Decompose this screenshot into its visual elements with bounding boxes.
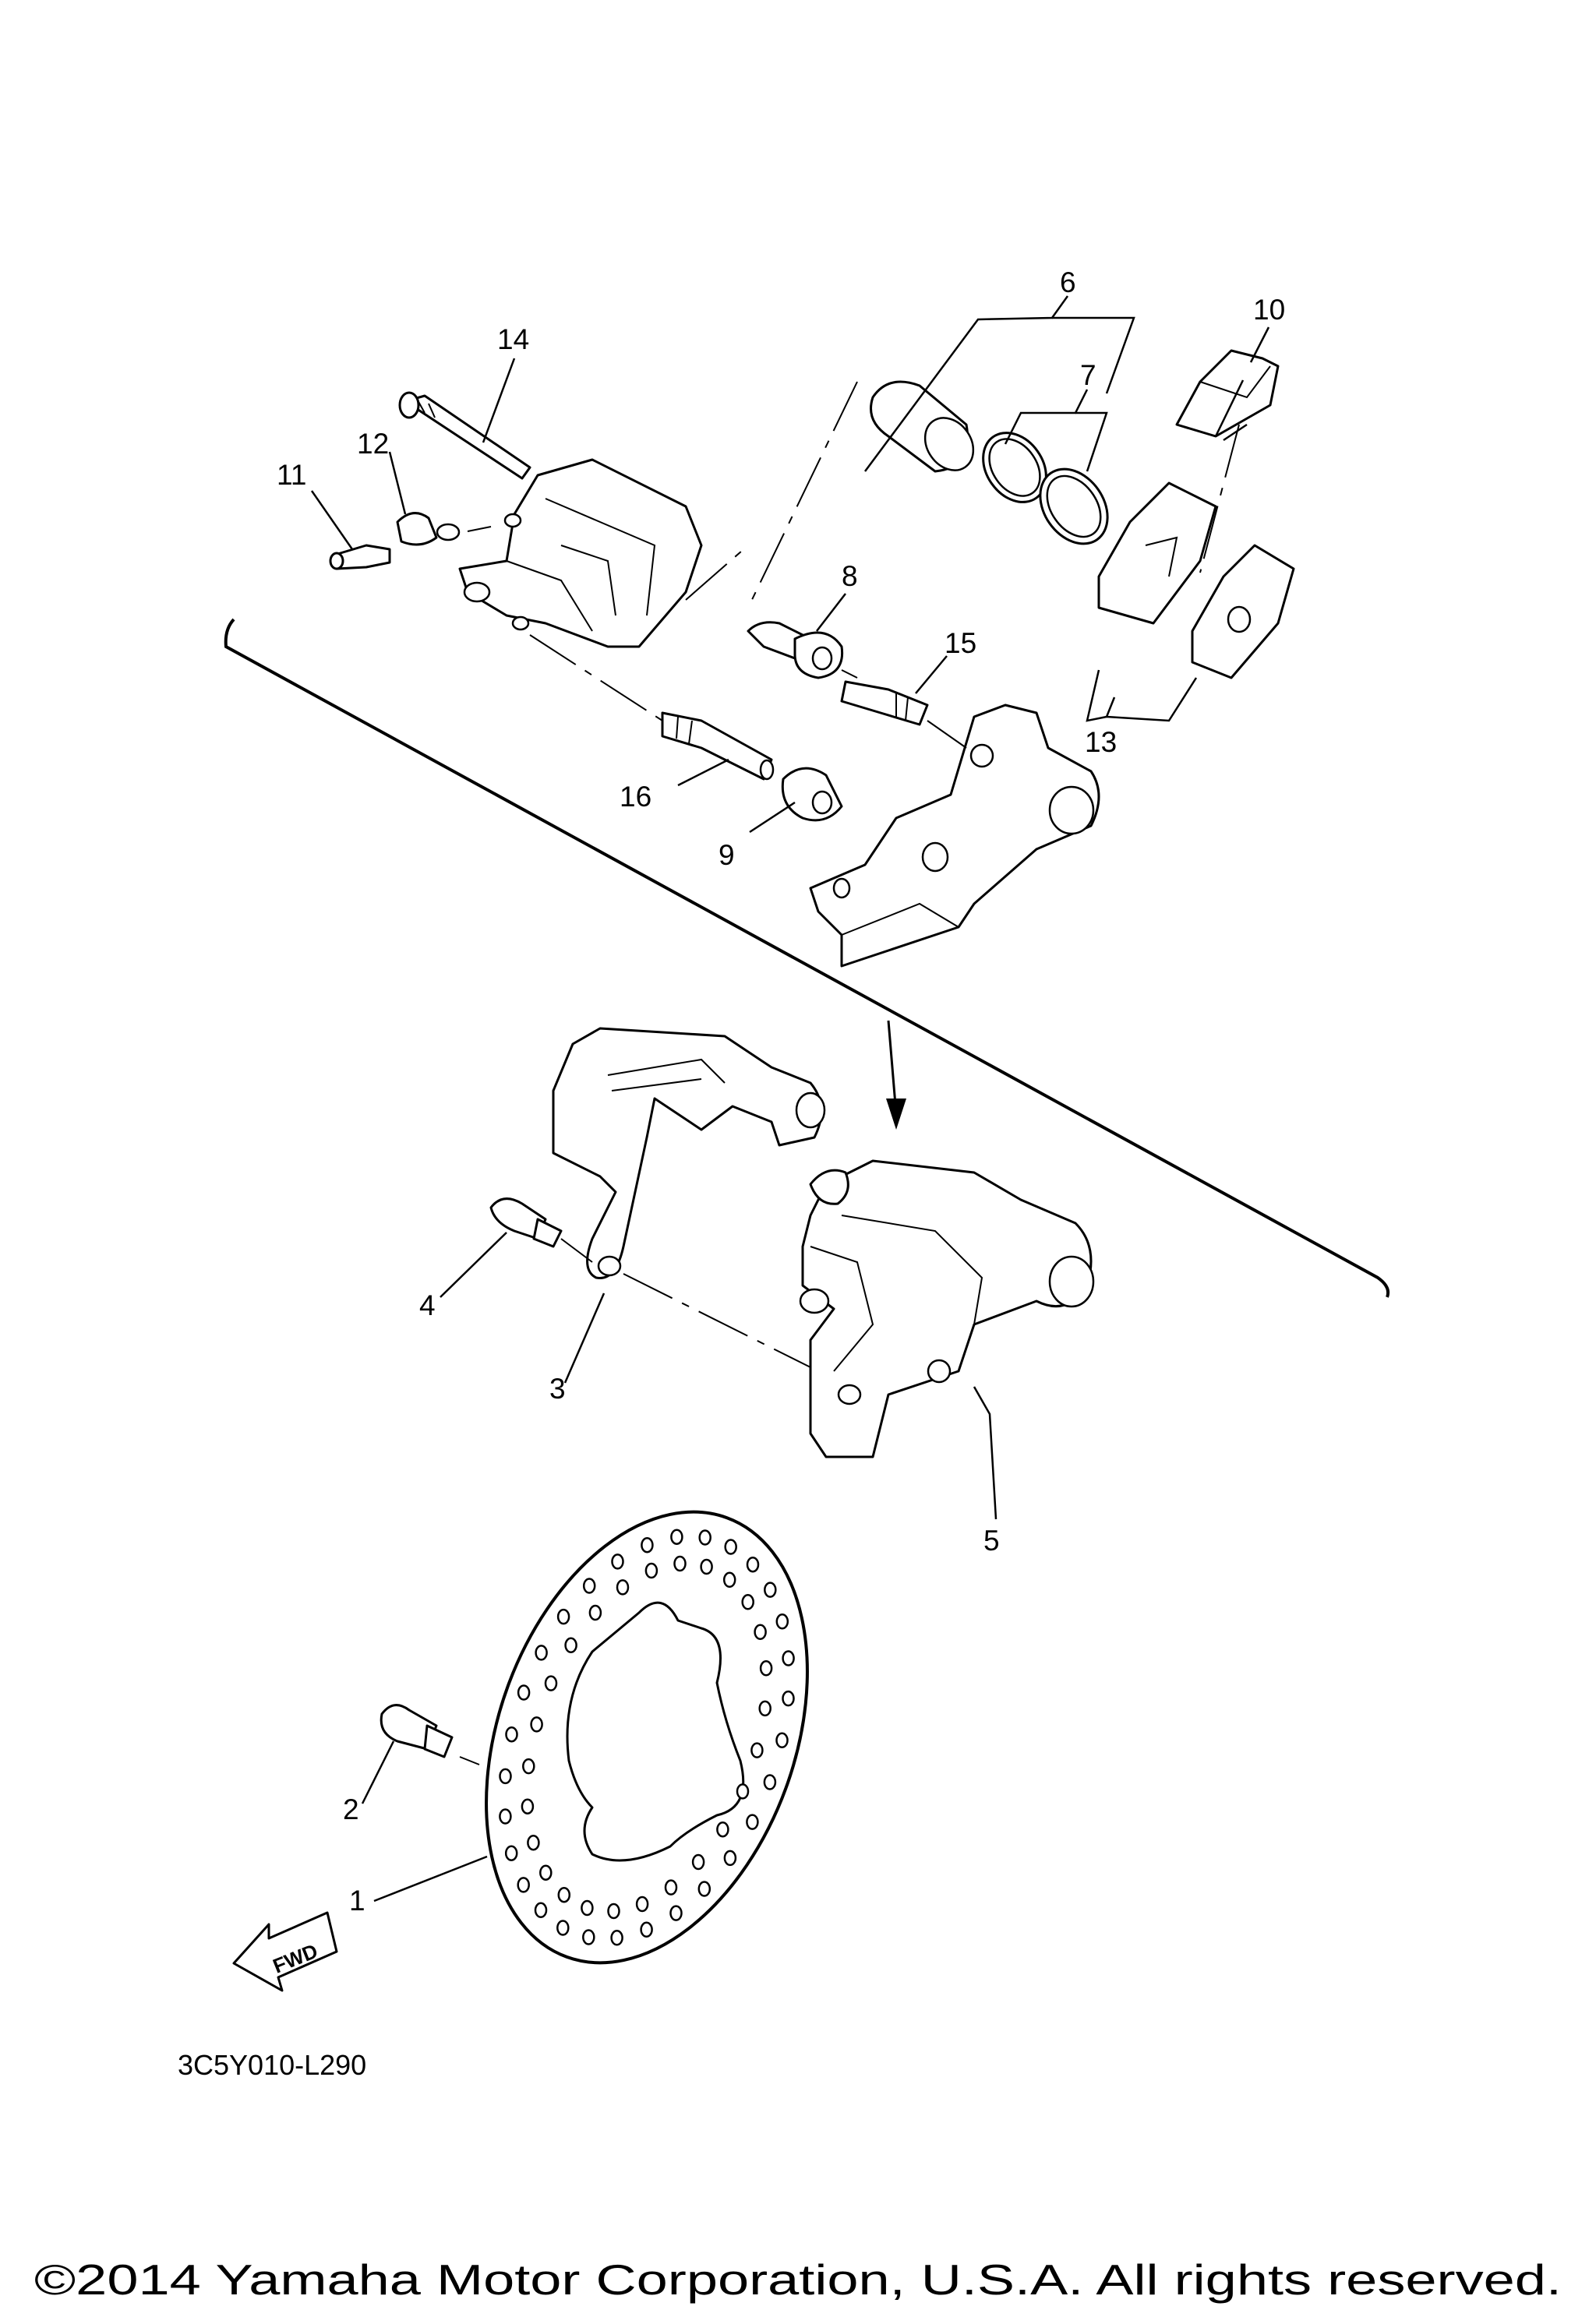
disc-vent-hole	[504, 1845, 518, 1861]
disc-vent-hole	[736, 1783, 750, 1800]
callout-14: 14	[497, 323, 529, 355]
caliper-body-exploded	[458, 458, 703, 648]
callout-5: 5	[983, 1525, 1000, 1557]
disc-vent-hole	[775, 1613, 789, 1630]
disc-vent-hole	[763, 1774, 777, 1790]
disc-vent-hole	[635, 1896, 649, 1913]
disc-vent-hole	[782, 1650, 795, 1666]
bushing-8	[747, 621, 844, 679]
caliper-bolt-14	[398, 391, 531, 480]
disc-vent-hole	[556, 1920, 570, 1936]
disc-vent-hole	[582, 1578, 596, 1594]
disc-vent-hole	[673, 1555, 687, 1572]
callout-6: 6	[1060, 266, 1076, 298]
disc-vent-hole	[517, 1877, 530, 1893]
disc-vent-hole	[641, 1536, 654, 1553]
callout-7: 7	[1080, 359, 1096, 391]
copyright-notice: ©2014 Yamaha Motor Corporation, U.S.A. A…	[34, 2255, 1562, 2304]
pin-15	[840, 680, 929, 726]
disc-vent-hole	[611, 1553, 624, 1570]
disc-vent-hole	[499, 1768, 512, 1785]
disc-vent-hole	[782, 1690, 795, 1707]
disc-vent-hole	[610, 1930, 623, 1946]
disc-vent-hole	[758, 1700, 772, 1717]
disc-bolt-2	[380, 1704, 454, 1758]
bleed-screw-11	[329, 544, 391, 570]
disc-vent-hole	[716, 1821, 729, 1838]
disc-vent-hole	[505, 1726, 518, 1743]
brake-pads-13	[1097, 481, 1295, 679]
caliper-bracket-3	[552, 1027, 826, 1279]
disc-vent-hole	[588, 1604, 602, 1621]
disc-vent-hole	[530, 1716, 543, 1733]
disc-vent-hole	[722, 1571, 736, 1589]
exploded-view-bracket	[224, 618, 1390, 1298]
disc-vent-hole	[724, 1539, 737, 1555]
disc-vent-hole	[775, 1732, 789, 1749]
disc-vent-hole	[557, 1886, 571, 1903]
disc-vent-hole	[746, 1556, 760, 1573]
callout-2: 2	[343, 1793, 359, 1825]
disc-vent-hole	[581, 1899, 594, 1917]
disc-vent-hole	[644, 1562, 659, 1579]
disc-vent-hole	[607, 1903, 620, 1920]
disc-vent-hole	[746, 1814, 759, 1830]
disc-vent-hole	[499, 1808, 512, 1825]
callout-9: 9	[719, 839, 735, 871]
disc-vent-hole	[539, 1864, 553, 1881]
caliper-assembly-5	[799, 1159, 1095, 1458]
disc-vent-hole	[741, 1594, 754, 1610]
callout-11: 11	[277, 459, 306, 491]
disc-vent-hole	[535, 1645, 548, 1661]
callout-13: 13	[1085, 726, 1117, 758]
callout-15: 15	[945, 627, 976, 659]
disc-vent-hole	[691, 1853, 705, 1871]
diagram-code: 3C5Y010-L290	[178, 2049, 366, 2081]
caliper-bracket-exploded	[809, 704, 1100, 968]
disc-vent-hole	[582, 1929, 595, 1945]
disc-vent-hole	[556, 1608, 570, 1625]
disc-vent-hole	[697, 1881, 711, 1897]
fwd-arrow-icon: FWD	[232, 1911, 338, 1992]
disc-vent-hole	[750, 1742, 764, 1758]
pad-spring-10	[1175, 349, 1280, 438]
callout-1: 1	[349, 1885, 365, 1917]
boot-9	[781, 767, 843, 822]
piston-6	[870, 380, 975, 473]
callout-12: 12	[357, 428, 389, 460]
disc-vent-hole	[640, 1921, 653, 1938]
disc-vent-hole	[670, 1529, 683, 1545]
disc-vent-hole	[723, 1850, 737, 1867]
seals-7	[982, 432, 1109, 545]
cap-12	[396, 512, 461, 546]
disc-vent-hole	[764, 1582, 777, 1598]
disc-vent-hole	[669, 1905, 683, 1921]
pin-16	[661, 711, 775, 781]
disc-vent-hole	[522, 1758, 535, 1775]
disc-vent-hole	[517, 1684, 531, 1701]
disc-vent-hole	[700, 1558, 713, 1575]
disc-vent-hole	[754, 1624, 767, 1641]
disc-vent-hole	[544, 1675, 558, 1691]
callout-labels: 1 2 3 4 5 6 7 8 9 10 11 12 13 14 15 16	[277, 266, 1285, 1917]
disc-vent-hole	[698, 1529, 711, 1546]
leader-lines	[310, 295, 1270, 1903]
callout-4: 4	[419, 1289, 436, 1321]
callout-8: 8	[842, 560, 858, 592]
callout-10: 10	[1253, 294, 1285, 326]
disc-vent-hole	[759, 1660, 773, 1677]
disc-vent-hole	[521, 1798, 535, 1814]
disc-vent-hole	[534, 1902, 548, 1919]
callout-16: 16	[620, 781, 651, 813]
brake-disc-1	[485, 1510, 809, 1965]
bolt-4	[489, 1197, 563, 1248]
disc-vent-hole	[564, 1637, 577, 1654]
disc-vent-hole	[527, 1834, 540, 1851]
disc-vent-hole	[616, 1579, 630, 1596]
callout-3: 3	[549, 1373, 566, 1405]
disc-vent-hole	[664, 1879, 678, 1896]
